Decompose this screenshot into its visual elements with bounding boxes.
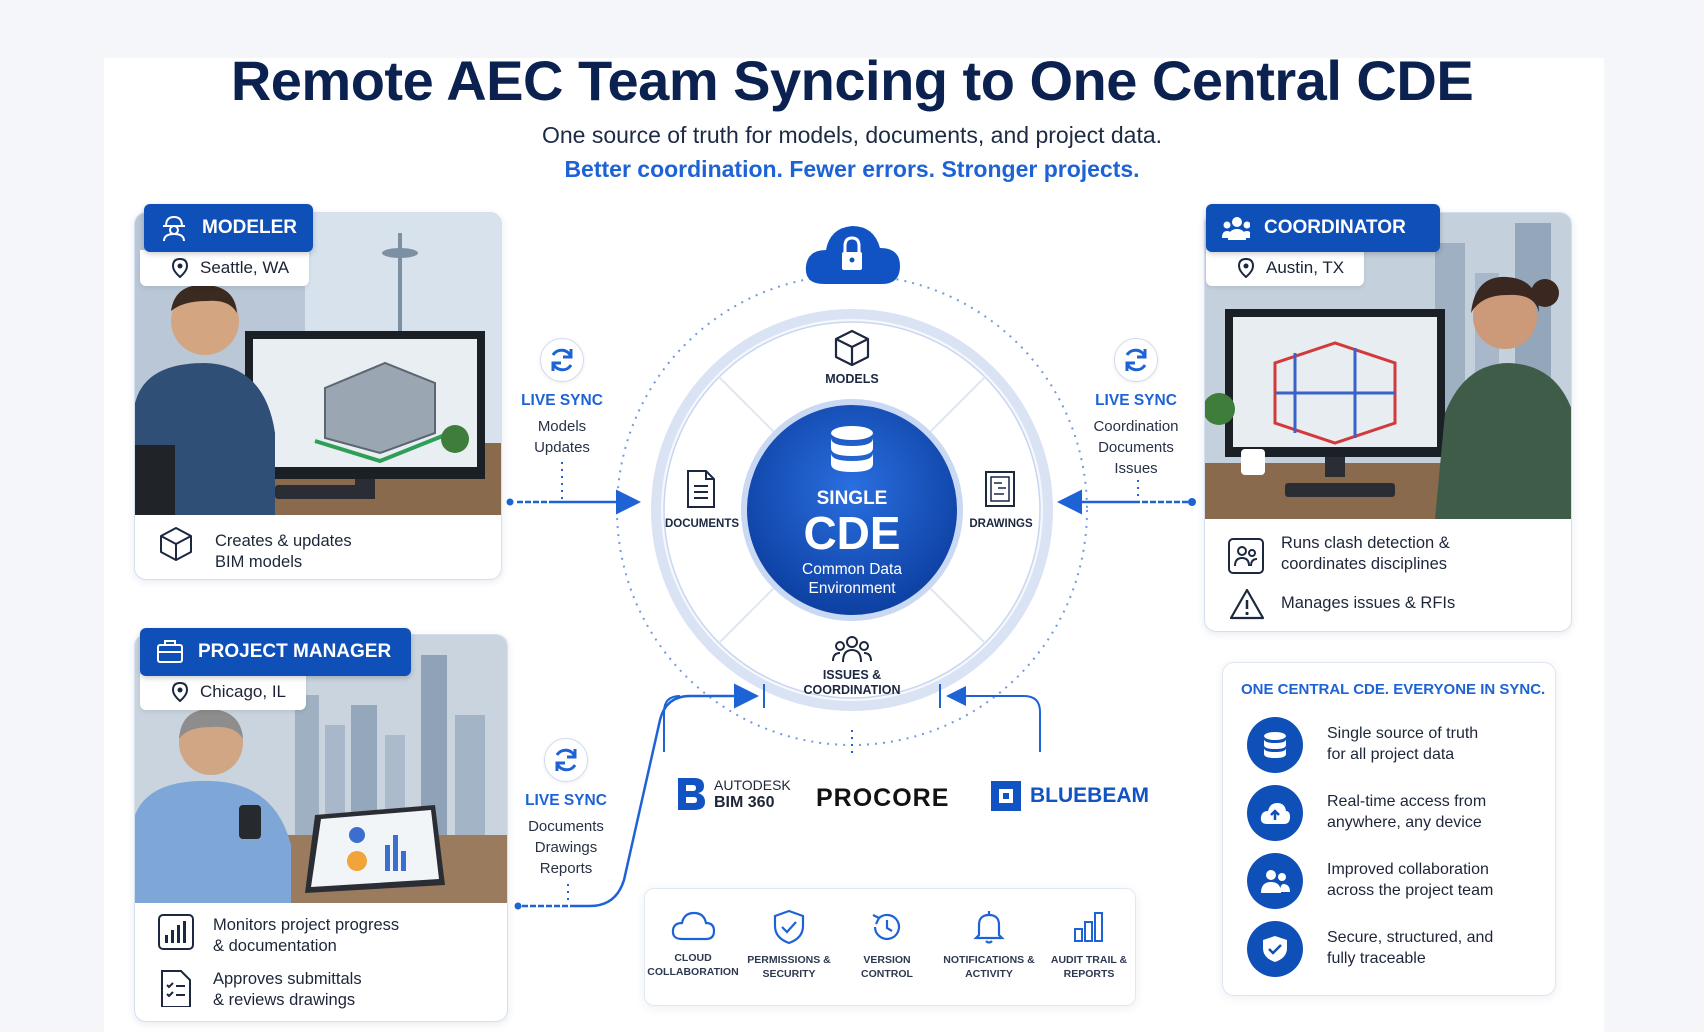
procore-logo: PROCORE [816,784,950,812]
coordinator-photo [1205,213,1571,519]
core-single: SINGLE [816,488,888,509]
pm-task-1: Monitors project progress & documentatio… [213,916,400,955]
modeler-location: Seattle, WA [140,250,310,286]
hub-models-label: MODELS [825,372,879,386]
warning-icon [1229,588,1265,620]
benefit-item: Secure, structured, and fully traceable [1247,919,1547,979]
coordinator-location: Austin, TX [1206,250,1365,286]
drawings-icon [985,471,1015,507]
cube-icon [834,329,870,367]
benefit-item: Single source of truth for all project d… [1247,715,1547,775]
worker-icon [163,215,185,242]
feature-notifications: NOTIFICATIONS & ACTIVITY [937,909,1041,981]
cloud-upload-icon [1247,785,1303,841]
sync-modeler: LIVE SYNC Models Updates [497,338,627,458]
tagline: Better coordination. Fewer errors. Stron… [564,156,1140,182]
page-title: Remote AEC Team Syncing to One Central C… [230,49,1474,112]
checklist-icon [161,970,191,1007]
benefits-heading: ONE CENTRAL CDE. EVERYONE IN SYNC. [1241,681,1546,698]
modeler-card: Creates & updates BIM models [134,212,502,580]
coordinator-card: Runs clash detection & coordinates disci… [1204,212,1572,632]
history-icon [872,913,901,940]
autodesk-bim360-logo: AUTODESK BIM 360 [676,776,791,812]
bluebeam-icon [991,781,1021,811]
pm-role-tag: PROJECT MANAGER [140,628,412,676]
bars-icon [1074,912,1103,942]
briefcase-icon [157,640,183,663]
benefit-item: Real-time access from anywhere, any devi… [1247,783,1547,843]
coordinator-task-2: Manages issues & RFIs [1281,594,1456,612]
location-pin-icon [1238,258,1254,278]
shield-check-icon [1247,921,1303,977]
sync-icon [540,338,584,382]
pm-location: Chicago, IL [140,674,306,710]
database-icon [831,426,873,472]
team-icon [832,636,872,663]
sync-icon [1114,338,1158,382]
bar-chart-icon [158,914,194,950]
clash-detection-icon [1228,538,1264,574]
feature-cloud: CLOUD COLLABORATION [645,909,741,979]
bell-icon [973,911,1005,944]
autodesk-b-icon [678,778,705,810]
modeler-role-tag: MODELER [144,204,313,252]
shield-check-icon [773,909,805,945]
feature-version-control: VERSION CONTROL [839,909,935,981]
cloud-lock-icon [805,226,900,284]
cube-icon [160,527,192,561]
subtitle: One source of truth for models, document… [541,122,1163,148]
pm-task-2: Approves submittals & reviews drawings [213,970,362,1009]
people-icon [1222,217,1250,240]
modeler-task: Creates & updates BIM models [215,532,352,571]
core-cde: CDE [803,507,901,559]
modeler-photo [135,213,501,515]
coordinator-task-1: Runs clash detection & coordinates disci… [1281,534,1450,573]
sync-pm: LIVE SYNC Documents Drawings Reports [501,738,631,879]
hub-documents-label: DOCUMENTS [664,518,740,530]
database-icon [1247,717,1303,773]
sync-icon [544,738,588,782]
hub-drawings-label: DRAWINGS [969,518,1033,530]
benefit-item: Improved collaboration across the projec… [1247,851,1547,911]
users-icon [1247,853,1303,909]
benefits-panel: ONE CENTRAL CDE. EVERYONE IN SYNC. Singl… [1222,662,1556,996]
feature-audit-trail: AUDIT TRAIL & REPORTS [1041,909,1137,981]
sync-coordinator: LIVE SYNC Coordination Documents Issues [1071,338,1201,479]
coordinator-role-tag: COORDINATOR [1206,204,1440,252]
hub-issues-label: ISSUES & COORDINATION [803,668,901,697]
location-pin-icon [172,258,188,278]
features-bar: CLOUD COLLABORATION PERMISSIONS & SECURI… [644,888,1136,1006]
feature-permissions: PERMISSIONS & SECURITY [741,909,837,981]
cloud-icon [671,911,716,941]
bluebeam-logo: BLUEBEAM [990,780,1149,812]
location-pin-icon [172,682,188,702]
document-icon [687,470,715,508]
core-subtitle: Common Data Environment [802,561,902,597]
